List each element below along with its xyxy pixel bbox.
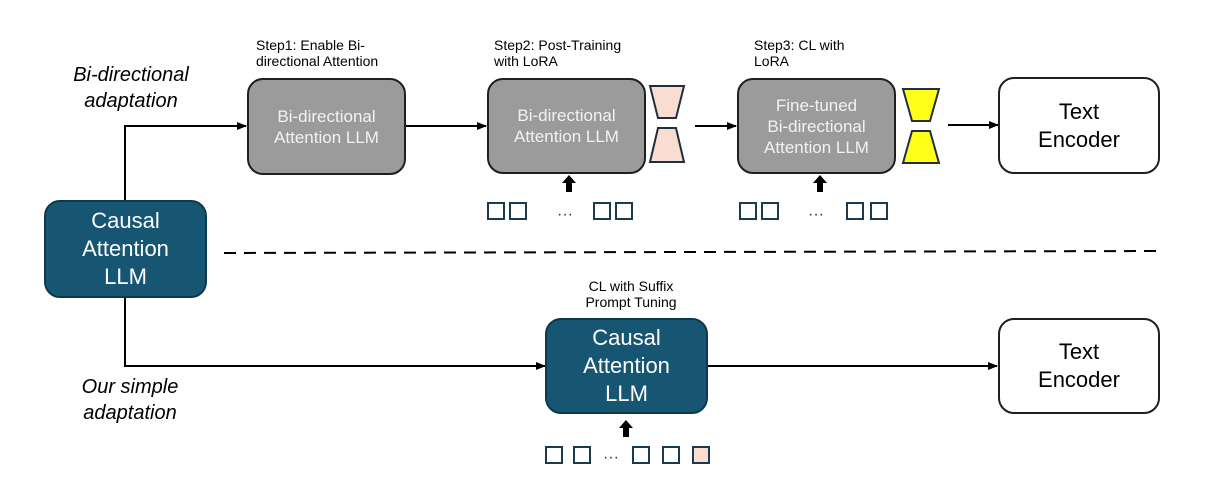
token [573,446,591,464]
token [761,202,779,220]
label-bi-directional-adaptation: Bi-directional adaptation [73,64,189,112]
input-arrow-causal [619,420,633,437]
lora-adapter-step2 [648,85,686,163]
box-label: Bi-directional Attention LLM [514,106,619,146]
lora-down-projection [901,88,941,122]
token [632,446,650,464]
token [615,202,633,220]
token [545,446,563,464]
token-ellipsis: ··· [603,449,619,466]
connector-bottom [124,296,546,370]
input-arrow-step3 [813,175,827,192]
input-arrow-step2 [562,175,576,192]
token-ellipsis: ··· [808,206,824,223]
label-step3: Step3: CL with LoRA [754,37,845,69]
token [846,202,864,220]
box-label: Causal Attention LLM [583,325,670,406]
divider-dashed [223,250,1159,254]
box-text-encoder-top: Text Encoder [998,77,1160,174]
token [739,202,757,220]
box-finetuned-bidirectional-llm: Fine-tuned Bi-directional Attention LLM [737,78,896,174]
box-label: Fine-tuned Bi-directional Attention LLM [764,95,869,157]
box-causal-attention-llm-source: Causal Attention LLM [44,200,207,298]
label-our-simple-adaptation: Our simple adaptation [81,376,179,424]
lora-adapter-step3 [901,88,941,164]
token-row-suffix: ··· [545,446,710,466]
lora-up-projection [648,127,686,163]
box-label: Causal Attention LLM [82,208,169,289]
token [487,202,505,220]
lora-up-projection [901,130,941,164]
token-row-step2: ··· [487,202,633,223]
box-bidirectional-attention-llm-lora: Bi-directional Attention LLM [487,78,646,174]
label-suffix-prompt-tuning: CL with Suffix Prompt Tuning [585,278,677,310]
token [870,202,888,220]
connector-top [124,122,247,200]
box-label: Text Encoder [1038,98,1120,152]
box-label: Text Encoder [1038,339,1120,392]
suffix-prompt-token [692,446,710,464]
lora-down-projection [648,85,686,119]
token-ellipsis: ··· [557,206,573,223]
token [662,446,680,464]
token [509,202,527,220]
label-step1: Step1: Enable Bi- directional Attention [256,37,379,69]
box-bidirectional-attention-llm: Bi-directional Attention LLM [247,78,406,175]
label-step2: Step2: Post-Training with LoRA [494,37,622,69]
token [593,202,611,220]
box-text-encoder-bottom: Text Encoder [998,318,1160,414]
token-row-step3: ··· [739,202,888,223]
box-label: Bi-directional Attention LLM [274,106,379,147]
box-causal-attention-llm-suffix: Causal Attention LLM [545,318,708,414]
